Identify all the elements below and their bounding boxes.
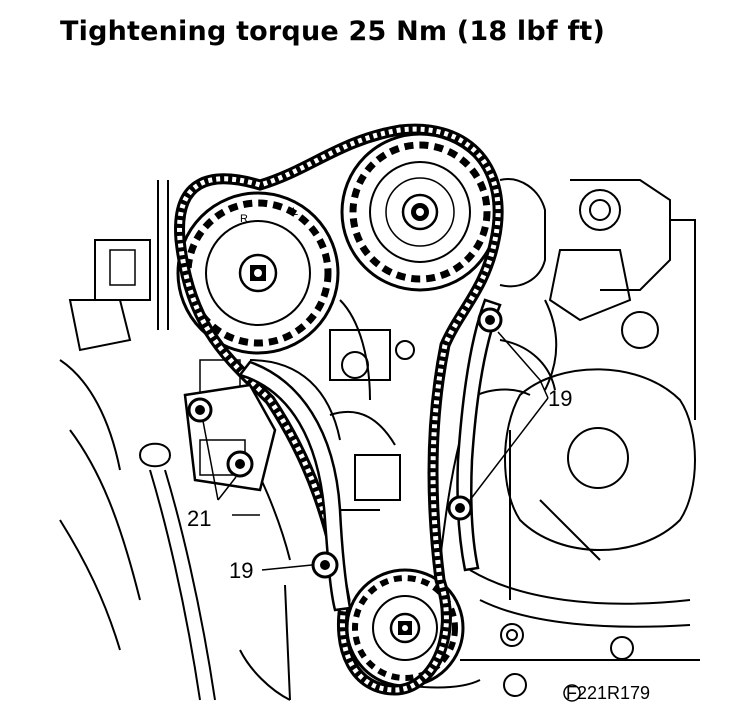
callout-19-upper: 19 — [548, 386, 572, 411]
intake-camshaft-sprocket — [340, 132, 500, 292]
bolt-19-right-guide — [447, 495, 473, 521]
chain-guide-rail — [456, 298, 502, 572]
figure-reference-label: F221R179 — [566, 683, 650, 703]
callout-leaders — [202, 331, 549, 571]
figure-reference: F221R179 — [563, 683, 650, 703]
bolt-19-upper-right — [477, 307, 503, 333]
callout-19-lower: 19 — [229, 558, 253, 583]
sprocket-mark-r: R — [240, 213, 248, 225]
callout-21: 21 — [187, 506, 211, 531]
page-title: Tightening torque 25 Nm (18 lbf ft) — [60, 16, 606, 47]
engine-block-outline — [59, 178, 700, 701]
exhaust-camshaft-sprocket — [176, 191, 340, 355]
tensioner-rail — [237, 360, 352, 612]
sprocket-mark-l: L — [292, 206, 298, 218]
bolt-21-lower — [226, 450, 254, 478]
bolt-19-lower-left — [311, 551, 339, 579]
bolt-21-upper — [187, 397, 213, 423]
